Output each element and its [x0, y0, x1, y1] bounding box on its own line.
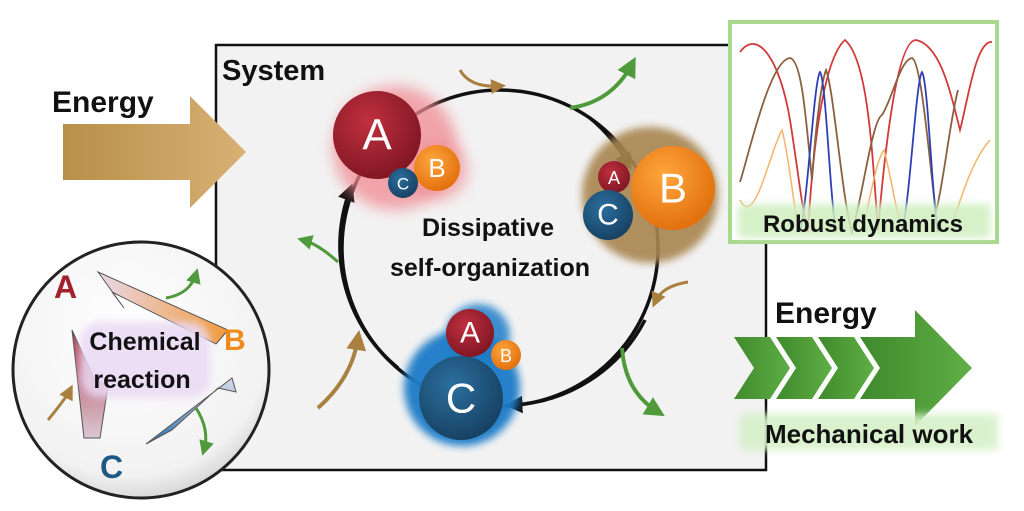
species-c-medium: [583, 190, 633, 240]
flux-arrow-green-3: [620, 347, 665, 417]
reaction-label-line1: Chemical: [89, 328, 200, 356]
dynamics-label-bg: [738, 204, 990, 238]
species-b-tiny-label: B: [500, 346, 512, 366]
energy-out-chevrons: [734, 310, 972, 426]
dynamics-curve-red: [739, 38, 993, 233]
species-b-large-label: B: [659, 165, 687, 212]
species-b-small-label: B: [428, 153, 445, 183]
flux-arrow-tan-2: [316, 330, 367, 410]
reaction-label-line2: reaction: [93, 366, 190, 394]
dynamics-curve-blue: [799, 70, 939, 233]
reaction-flux-green-1: [165, 268, 201, 300]
reaction-species-a: A: [54, 269, 77, 305]
species-c-large-label: C: [446, 375, 476, 422]
cycle-arrow-ca: [338, 183, 400, 370]
flux-arrow-tan-1: [458, 69, 506, 95]
species-a-medium: [446, 309, 494, 357]
energy-in-arrow: [63, 96, 246, 208]
reaction-flux-tan: [46, 384, 73, 421]
reaction-species-c: C: [100, 449, 123, 485]
cycle-arrow-bc: [505, 319, 647, 414]
species-a-large: [333, 91, 421, 179]
species-b-large: [631, 146, 715, 230]
flux-arrow-green-1: [569, 56, 636, 110]
center-label-line1: Dissipative: [422, 214, 554, 242]
species-b-small: [414, 145, 460, 191]
species-a-tiny-label: A: [608, 168, 620, 188]
chevron-arrow-1: [734, 337, 790, 399]
species-a-tiny: [598, 161, 630, 193]
dynamics-label: Robust dynamics: [763, 211, 963, 238]
flux-arrow-green-2: [297, 235, 340, 264]
work-label: Mechanical work: [765, 419, 974, 449]
reaction-label-bg: [80, 322, 210, 398]
species-b-tiny: [491, 340, 521, 370]
center-label-line2: self-organization: [390, 254, 590, 282]
energy-in-label: Energy: [52, 86, 154, 119]
energy-out-label: Energy: [775, 297, 877, 330]
work-label-bg: [740, 414, 998, 450]
species-a-large-label: A: [362, 111, 392, 160]
flux-arrow-tan-3: [651, 280, 689, 308]
chevron-arrow-2: [776, 337, 832, 399]
chevron-arrow-head: [860, 310, 972, 426]
species-c-tiny: [388, 168, 418, 198]
chevron-arrow-3: [818, 337, 874, 399]
reaction-species-b: B: [224, 324, 246, 357]
species-c-medium-label: C: [597, 199, 619, 232]
reaction-flux-green-2: [194, 407, 214, 456]
species-c-tiny-label: C: [397, 175, 409, 194]
species-a-medium-label: A: [460, 317, 480, 350]
system-label: System: [222, 55, 325, 87]
species-c-large: [419, 356, 503, 440]
